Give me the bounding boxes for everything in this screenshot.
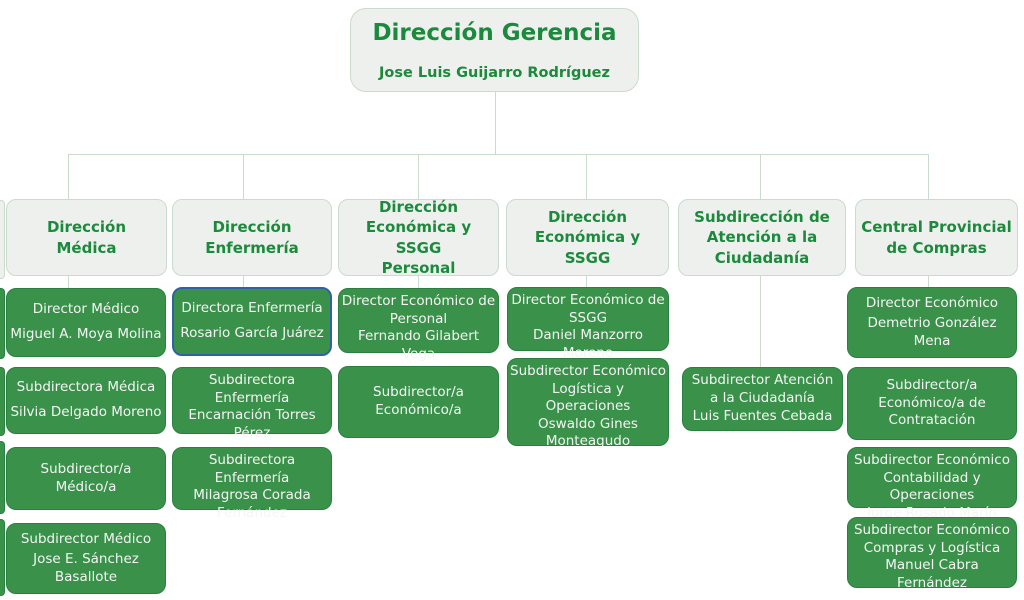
column-header-direccion-economica-personal: Dirección Económica y SSGG Personal [338,198,499,277]
role-label: Subdirector Médico [20,530,152,547]
person-label: Miguel A. Moya Molina [10,326,162,343]
person-label: Milagrosa Corada Fernández [193,487,311,521]
role-label: Subdirector Atención a la Ciudadanía [691,372,834,406]
person-label: Jose E. Sánchez Basallote [33,551,139,585]
org-box: Subdirector Médico Jose E. Sánchez Basal… [6,523,166,594]
org-box: Subdirector Económico Contabilidad y Ope… [847,447,1017,521]
org-box: Director Médico Miguel A. Moya Molina [6,288,166,357]
root-person: Jose Luis Guijarro Rodríguez [379,65,610,81]
person-label: Encarnación Torres Pérez [188,407,316,441]
role-label: Subdirector Económico Compras y Logístic… [853,522,1010,556]
connector-line [928,155,929,199]
role-label: Subdirectora Enfermería [208,452,296,486]
connector-line [243,276,244,287]
connector-line [586,276,587,287]
org-box: Director Económico Demetrio González Men… [847,287,1017,358]
person-label: Luis Fuentes Cebada [692,408,833,424]
connector-line [68,154,929,155]
connector-line [243,155,244,199]
org-box: Subdirectora Enfermería Encarnación Torr… [172,367,332,441]
person-label: Rosario García Juárez [180,325,324,342]
person-label: Demetrio González Mena [867,315,997,349]
connector-line [760,276,761,367]
connector-line [760,155,761,199]
column-header-direccion-medica: Dirección Médica [6,199,167,276]
role-label: Director Económico de Personal [341,293,496,327]
column-header-direccion-enfermeria: Dirección Enfermería [172,199,332,276]
org-box: Subdirector/a Económico/a de Contratació… [847,367,1017,440]
role-label: Directora Enfermería [181,300,323,317]
root-title: Dirección Gerencia [372,20,617,46]
org-box: Subdirector/a Médico/a [6,447,166,510]
role-label: Subdirector/a Económico/a [373,384,464,418]
column-header-subdireccion-atencion-ciudadania: Subdirección de Atención a la Ciudadanía [678,199,846,276]
role-label: Subdirectora Médica [16,379,156,396]
org-box: Subdirectora Enfermería Milagrosa Corada… [172,447,332,521]
person-label: Silvia Delgado Moreno [10,404,162,421]
clipped-box-edge [0,519,5,596]
org-box: Subdirector Económico Logística y Operac… [507,358,669,449]
connector-line [418,276,419,288]
person-label: Oswaldo Gines Monteagudo [538,415,638,450]
clipped-box-edge [0,288,5,359]
org-box: Subdirector/a Económico/a [338,366,499,438]
role-label: Director Médico [32,300,140,317]
person-label: Jorge Rosado Marín [867,504,997,521]
role-label: Director Económico de SSGG [511,292,665,326]
connector-line [495,92,496,154]
connector-line [586,155,587,199]
role-label: Subdirectora Enfermería [208,372,296,406]
role-label: Director Económico [865,294,999,311]
role-label: Subdirector/a Económico/a de Contratació… [878,377,986,429]
column-header-direccion-economica-ssgg: Dirección Económica y SSGG [506,199,669,276]
clipped-box-edge [0,441,5,514]
clipped-box-edge [0,367,5,436]
org-box: Subdirector Atención a la Ciudadanía Lui… [682,367,843,431]
column-header-central-provincial-compras: Central Provincial de Compras [855,199,1018,276]
connector-line [418,155,419,199]
connector-line [68,276,69,288]
org-box: Director Económico de Personal Fernando … [338,288,499,362]
role-label: Subdirector/a Médico/a [40,460,132,495]
person-label: Manuel Cabra Fernández [885,557,979,591]
clipped-box-edge [0,200,5,279]
org-box: Subdirector Económico Compras y Logístic… [847,517,1017,591]
org-box: Director Económico de SSGG Daniel Manzor… [507,287,669,361]
person-label: Fernando Gilabert Vega [357,328,480,362]
connector-line [68,155,69,199]
root-node: Dirección Gerencia Jose Luis Guijarro Ro… [350,8,639,92]
person-label: Daniel Manzorro Moreno [533,327,643,361]
org-box: Subdirectora Médica Silvia Delgado Moren… [6,367,166,434]
connector-line [928,276,929,287]
role-label: Subdirector Económico Contabilidad y Ope… [853,452,1010,504]
org-box-highlighted: Directora Enfermería Rosario García Juár… [172,287,332,356]
role-label: Subdirector Económico Logística y Operac… [510,363,667,415]
